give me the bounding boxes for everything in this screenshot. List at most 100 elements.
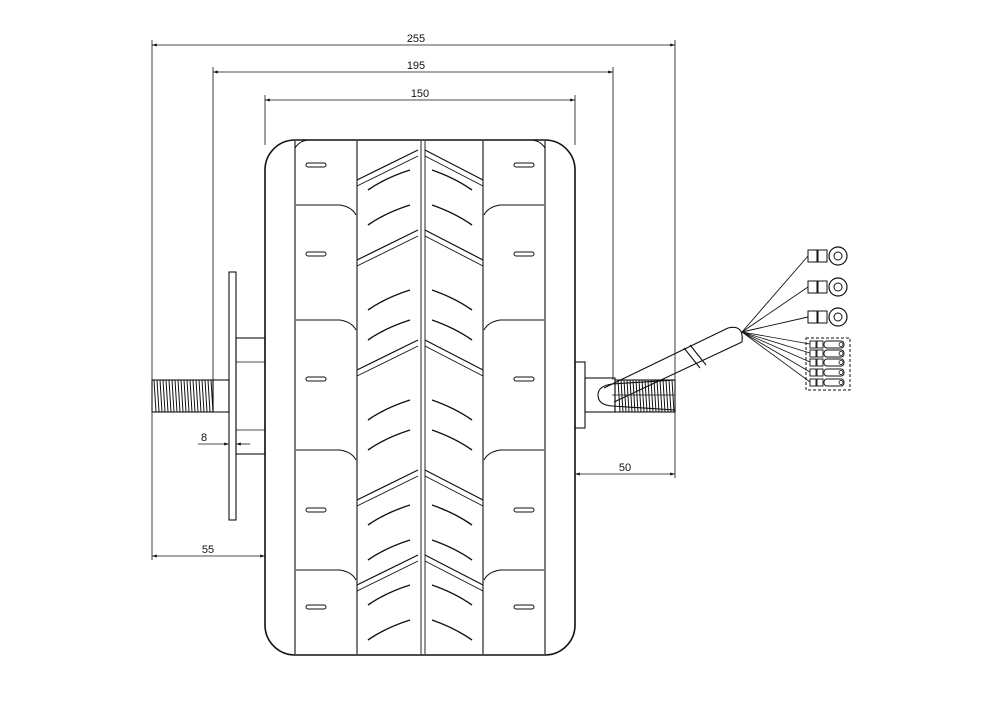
thread-line xyxy=(162,379,166,413)
shoulder-slot xyxy=(305,604,327,610)
tread-sipe xyxy=(431,584,473,606)
tread-chevron xyxy=(356,149,484,181)
shoulder-block xyxy=(296,449,357,461)
wire xyxy=(741,316,809,333)
small-plug xyxy=(823,368,845,377)
tread-chevron xyxy=(356,345,484,377)
ring-terminal-hole xyxy=(833,251,843,261)
thread-line xyxy=(183,379,187,413)
thread-line xyxy=(662,379,666,413)
thread-line xyxy=(165,379,169,413)
dimension-right-axle: 50 xyxy=(574,462,675,480)
tread-sipe xyxy=(367,584,411,606)
plug-crimp xyxy=(816,349,824,358)
wire xyxy=(741,331,811,363)
left-hub-flange xyxy=(235,337,266,455)
left-axle-label: 55 xyxy=(202,544,214,556)
tread-sipe xyxy=(431,619,473,641)
tread-sipe xyxy=(367,539,411,561)
thread-line xyxy=(638,379,642,413)
plug-crimp xyxy=(809,368,817,377)
tread-sipe xyxy=(431,504,473,526)
thread-line xyxy=(186,379,190,413)
plug-pin xyxy=(838,360,844,365)
thread-line xyxy=(668,379,672,413)
thread-line xyxy=(174,379,178,413)
thread-line xyxy=(641,379,645,413)
tread-sipe xyxy=(431,319,473,341)
power-cable xyxy=(603,326,743,403)
plug-crimp xyxy=(809,349,817,358)
plug-crimp xyxy=(809,358,817,367)
thread-line xyxy=(189,379,193,413)
tread-chevron xyxy=(356,339,484,371)
ring-terminal-crimp xyxy=(817,280,828,294)
dimension-plate-thickness: 8 xyxy=(198,430,250,450)
plate-thickness-label: 8 xyxy=(201,432,207,444)
plug-pin xyxy=(838,380,844,385)
right-axle-label: 50 xyxy=(619,462,631,474)
shoulder-slot xyxy=(305,507,327,513)
shoulder-slot xyxy=(305,162,327,168)
rim-width-label: 195 xyxy=(407,60,425,72)
tread-sipe xyxy=(367,289,411,311)
plug-crimp xyxy=(809,378,817,387)
thread-line xyxy=(650,379,654,413)
shoulder-slot xyxy=(513,604,535,610)
thread-line xyxy=(617,379,621,413)
thread-line xyxy=(665,379,669,413)
thread-line xyxy=(195,379,199,413)
thread-line xyxy=(159,379,163,413)
tread-sipe xyxy=(367,429,411,451)
tread-chevron xyxy=(356,560,484,592)
small-plug xyxy=(823,358,845,367)
ring-terminal xyxy=(828,307,848,327)
thread-line xyxy=(635,379,639,413)
tread-sipe xyxy=(431,169,473,191)
ring-terminal-hole xyxy=(833,312,843,322)
shoulder-block xyxy=(296,204,357,216)
thread-line xyxy=(656,379,660,413)
tire-width-label: 150 xyxy=(411,88,429,100)
tread-sipe xyxy=(431,289,473,311)
plug-crimp xyxy=(816,378,824,387)
tread-chevron xyxy=(356,155,484,187)
right-axle xyxy=(574,361,676,429)
overall-width-label: 255 xyxy=(407,33,425,45)
ring-terminal-crimp xyxy=(807,280,818,294)
tread-sipe xyxy=(431,399,473,421)
thread-line xyxy=(204,379,208,413)
plug-crimp xyxy=(816,340,824,349)
thread-line xyxy=(198,379,202,413)
shoulder-block xyxy=(296,319,357,331)
thread-line xyxy=(659,379,663,413)
dimension-rim-width: 195 xyxy=(212,60,614,380)
tread-sipe xyxy=(367,619,411,641)
plug-pin xyxy=(838,351,844,356)
thread-line xyxy=(201,379,205,413)
shoulder-slot xyxy=(513,251,535,257)
wire xyxy=(741,331,811,373)
shoulder-slot xyxy=(513,507,535,513)
plug-pin xyxy=(838,370,844,375)
wire-bundle xyxy=(741,246,851,391)
ring-terminal-crimp xyxy=(817,310,828,324)
thread-line xyxy=(177,379,181,413)
tread-sipe xyxy=(367,504,411,526)
ring-terminal xyxy=(828,277,848,297)
tread-sipe xyxy=(367,319,411,341)
thread-line xyxy=(171,379,175,413)
thread-line xyxy=(632,379,636,413)
ring-terminal-crimp xyxy=(817,249,828,263)
plug-crimp xyxy=(809,340,817,349)
thread-line xyxy=(653,379,657,413)
thread-line xyxy=(671,379,675,413)
shoulder-block xyxy=(483,569,544,581)
tread-sipe xyxy=(431,539,473,561)
small-plug xyxy=(823,378,845,387)
shoulder-block xyxy=(483,204,544,216)
plug-pin xyxy=(838,342,844,347)
tread-chevron xyxy=(356,475,484,507)
ring-terminal-crimp xyxy=(807,310,818,324)
shoulder-slot xyxy=(513,162,535,168)
